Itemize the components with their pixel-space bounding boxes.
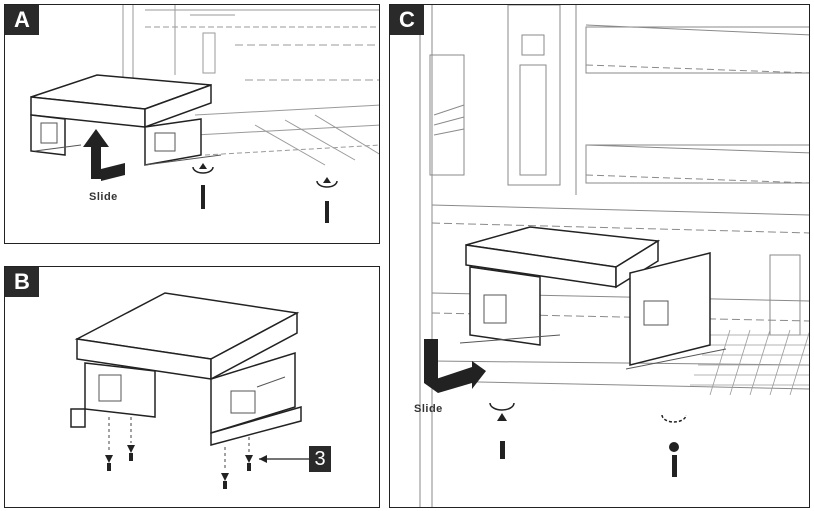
panel-b: B <box>4 266 380 508</box>
panel-b-illustration <box>70 292 309 489</box>
panel-b-badge: B <box>5 267 39 297</box>
panel-c-badge: C <box>390 5 424 35</box>
panel-a: A <box>4 4 380 244</box>
panel-b-callout-3: 3 <box>309 446 331 472</box>
panel-c-slide-label: Slide <box>414 403 443 415</box>
panel-c-illustration <box>419 5 809 507</box>
panel-a-badge: A <box>5 5 39 35</box>
panel-c: C <box>389 4 810 508</box>
panel-a-slide-label: Slide <box>89 191 118 203</box>
panel-a-illustration <box>30 5 379 223</box>
